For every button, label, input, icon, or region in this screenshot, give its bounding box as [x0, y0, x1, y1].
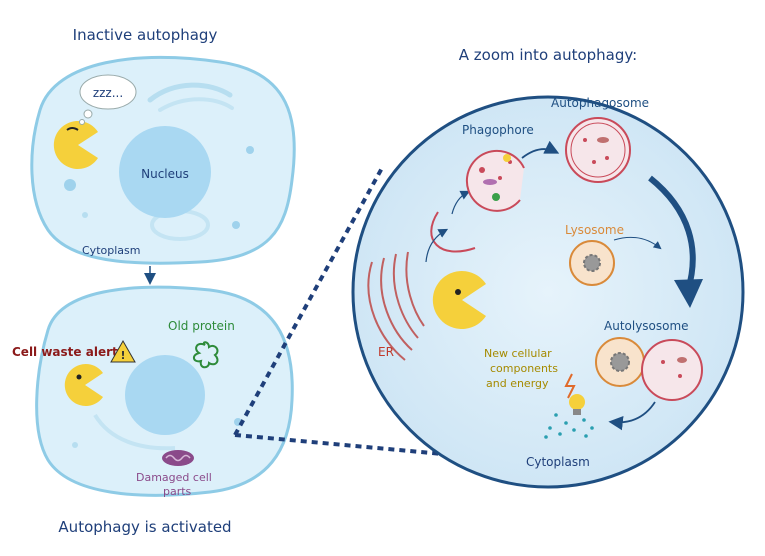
warning-triangle-icon: !	[110, 339, 136, 363]
phagophore-icon	[465, 149, 525, 212]
er-label: ER	[378, 345, 394, 359]
autophagosome-icon	[565, 117, 631, 183]
sleep-text: zzz...	[93, 86, 123, 100]
lysosome-icon	[569, 240, 615, 286]
inactive-autophagy-title: Inactive autophagy	[73, 26, 218, 44]
nucleus-label: Nucleus	[141, 167, 189, 181]
big-arrow-icon	[648, 175, 696, 291]
new-components-line2: components	[490, 362, 558, 375]
inactive-cell: Nucleus zzz... Cytoplasm	[30, 55, 296, 265]
autophagosome-label: Autophagosome	[551, 96, 649, 110]
activated-cell: Cell waste alert ! Old protein Damaged c…	[12, 285, 294, 498]
cell-waste-alert-label: Cell waste alert	[12, 345, 118, 359]
nucleus	[119, 126, 211, 218]
damaged-cell-label-1: Damaged cell	[136, 471, 212, 484]
damaged-mitochondria-icon	[162, 450, 194, 466]
zoom-cytoplasm-label: Cytoplasm	[526, 455, 590, 469]
zoom-line-top	[233, 167, 384, 436]
nucleus-bottom	[125, 355, 205, 435]
autolysosome-icon	[595, 337, 703, 401]
thought-bubble-icon	[79, 74, 137, 125]
closed-eye-icon	[66, 127, 79, 131]
lightbulb-icon	[569, 394, 585, 415]
er-icon	[367, 251, 425, 361]
old-protein-icon	[193, 341, 219, 369]
zoom-pacman-icon	[432, 271, 486, 329]
svg-text:!: !	[120, 349, 125, 362]
old-protein-label: Old protein	[168, 319, 235, 333]
phagophore-label: Phagophore	[462, 123, 534, 137]
new-components-line3: and energy	[486, 377, 549, 390]
new-components-line1: New cellular	[484, 347, 552, 360]
particles-icon	[544, 413, 594, 439]
autophagy-activated-title: Autophagy is activated	[58, 518, 231, 536]
lightning-icon	[564, 373, 576, 399]
lysosome-label: Lysosome	[565, 223, 624, 237]
membrane-icon	[430, 211, 476, 253]
zoom-circle: ER Phagophore Autophagosome	[351, 95, 745, 489]
autolysosome-label: Autolysosome	[604, 319, 689, 333]
sleeping-pacman-icon	[53, 121, 98, 170]
zoom-title: A zoom into autophagy:	[459, 46, 637, 64]
top-cytoplasm-label: Cytoplasm	[82, 244, 140, 257]
damaged-cell-label-2: parts	[163, 485, 192, 498]
pacman-icon	[64, 364, 103, 407]
